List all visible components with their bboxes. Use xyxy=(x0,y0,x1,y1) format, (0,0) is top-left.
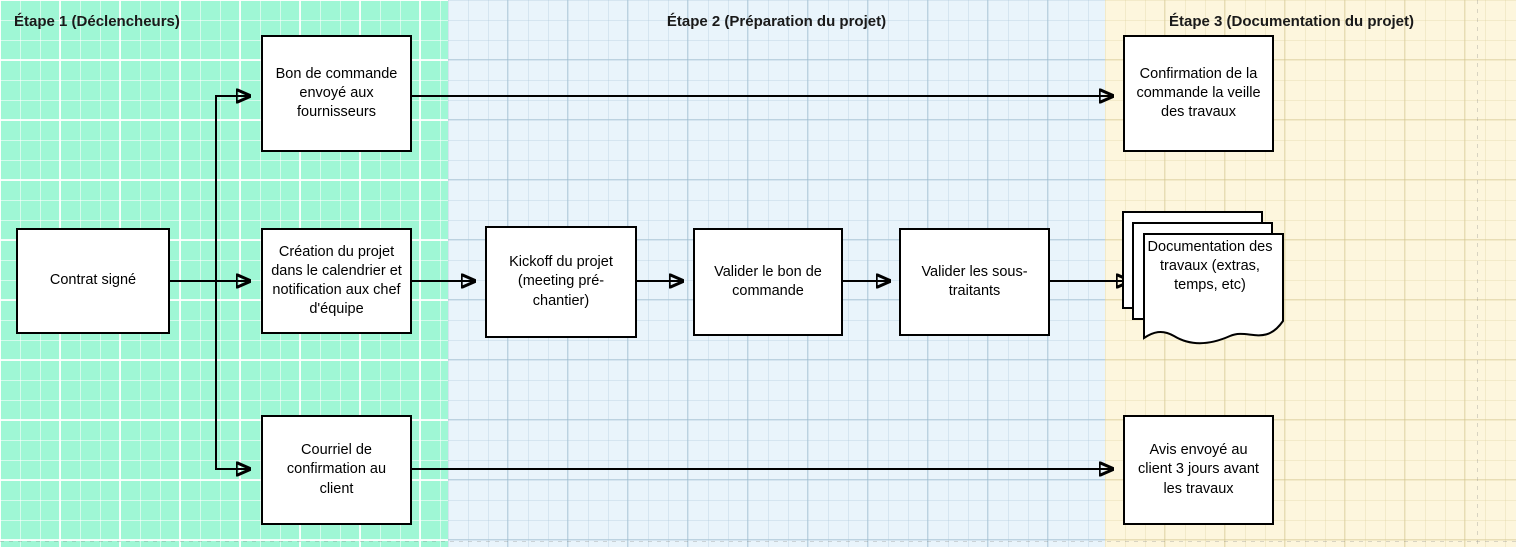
stage-1-title: Étape 1 (Déclencheurs) xyxy=(14,13,180,30)
node-valider-bon-commande[interactable]: Valider le bon de commande xyxy=(693,228,843,336)
stage-3-title: Étape 3 (Documentation du projet) xyxy=(1168,13,1414,30)
page-break-vertical xyxy=(1477,0,1478,547)
node-confirmation-commande[interactable]: Confirmation de la commande la veille de… xyxy=(1123,35,1274,152)
node-documentation-travaux-label: Documentation des travaux (extras, temps… xyxy=(1147,239,1273,294)
node-valider-sous-traitants[interactable]: Valider les sous-traitants xyxy=(899,228,1050,336)
node-avis-client[interactable]: Avis envoyé au client 3 jours avant les … xyxy=(1123,415,1274,525)
node-bon-de-commande[interactable]: Bon de commande envoyé aux fournisseurs xyxy=(261,35,412,152)
node-kickoff-projet[interactable]: Kickoff du projet (meeting pré-chantier) xyxy=(485,226,637,338)
node-courriel-confirmation[interactable]: Courriel de confirmation au client xyxy=(261,415,412,525)
node-bon-de-commande-label: Bon de commande envoyé aux fournisseurs xyxy=(275,65,398,121)
node-creation-projet-label: Création du projet dans le calendrier et… xyxy=(271,243,402,318)
node-valider-bon-commande-label: Valider le bon de commande xyxy=(714,263,822,299)
node-confirmation-commande-label: Confirmation de la commande la veille de… xyxy=(1136,65,1261,121)
node-contrat-signe-label: Contrat signé xyxy=(49,272,137,289)
multi-document-shape xyxy=(1122,211,1284,345)
node-valider-sous-traitants-label: Valider les sous-traitants xyxy=(921,263,1028,299)
node-contrat-signe[interactable]: Contrat signé xyxy=(16,228,170,334)
node-creation-projet[interactable]: Création du projet dans le calendrier et… xyxy=(261,228,412,334)
page-break-horizontal xyxy=(0,541,1516,542)
node-avis-client-label: Avis envoyé au client 3 jours avant les … xyxy=(1138,442,1259,497)
stage-2-title: Étape 2 (Préparation du projet) xyxy=(666,13,887,30)
node-courriel-confirmation-label: Courriel de confirmation au client xyxy=(286,442,387,497)
node-kickoff-projet-label: Kickoff du projet (meeting pré-chantier) xyxy=(509,254,613,309)
node-documentation-travaux[interactable]: Documentation des travaux (extras, temps… xyxy=(1120,208,1285,348)
